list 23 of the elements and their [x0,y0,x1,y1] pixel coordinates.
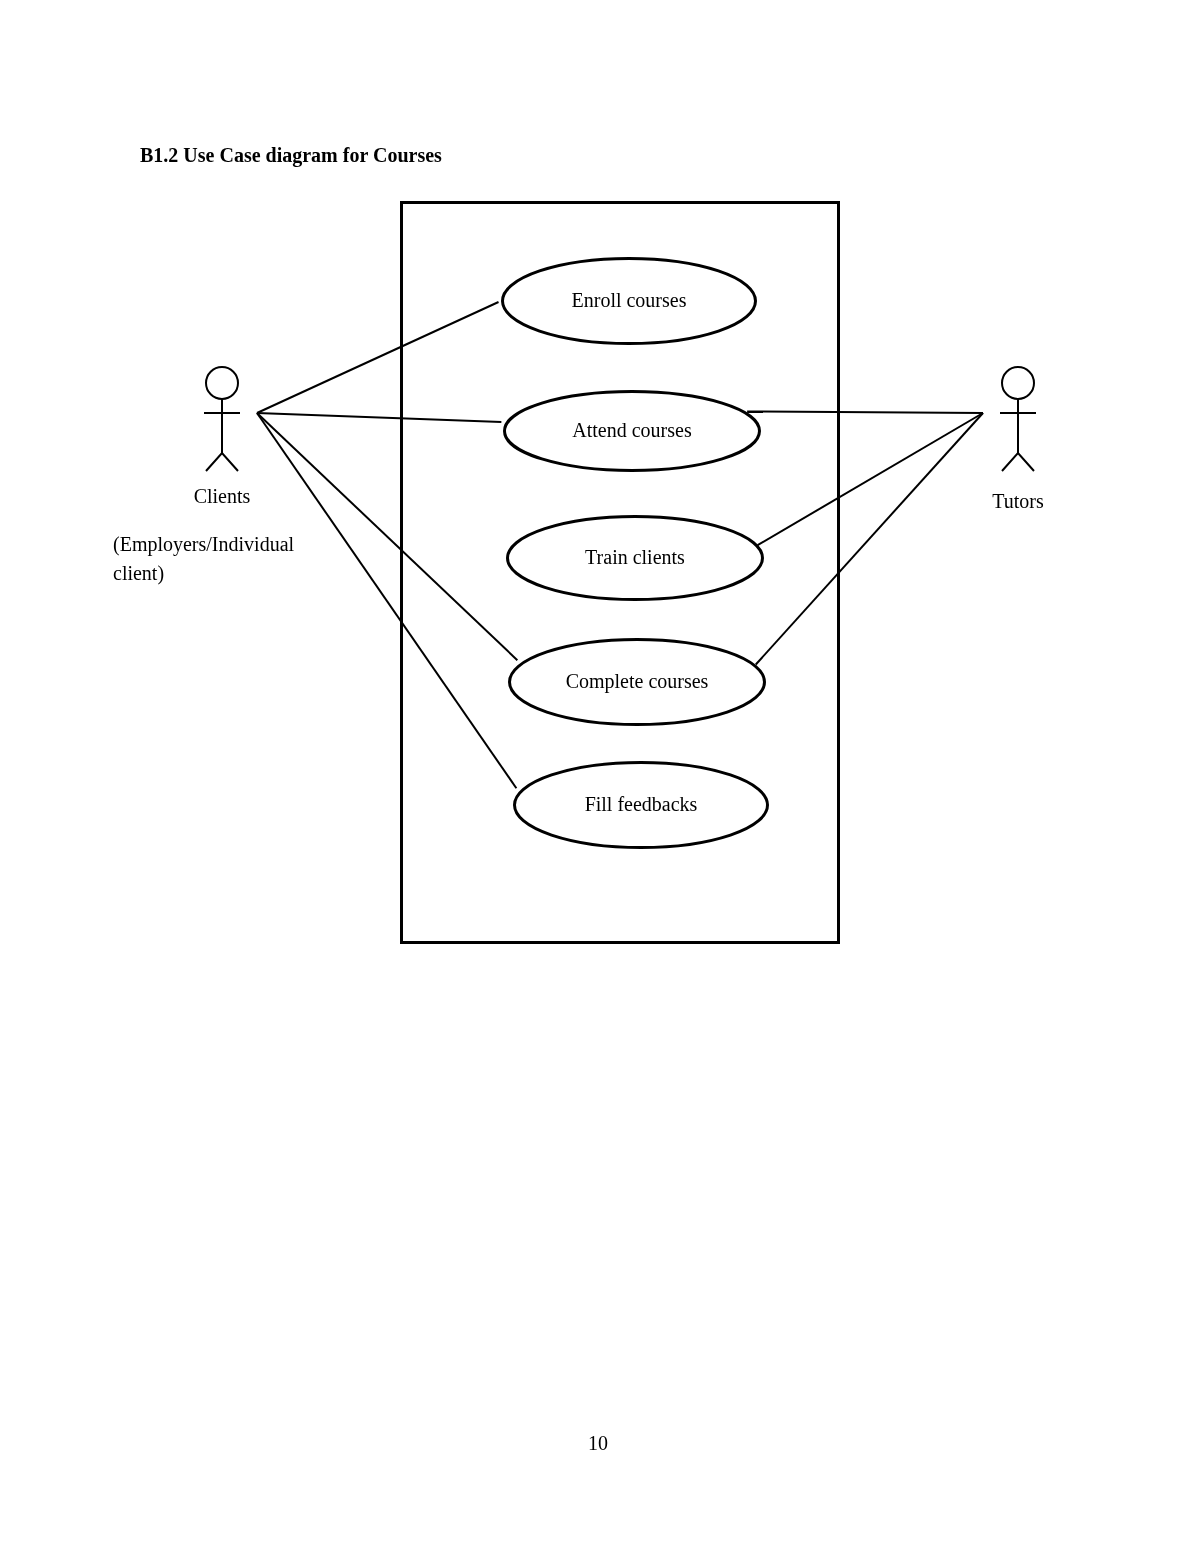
diagram-title: B1.2 Use Case diagram for Courses [140,144,442,167]
association-line [256,412,519,662]
use-case-ellipse [513,761,769,849]
association-line [256,412,503,424]
use-case-label: Attend courses [571,419,693,442]
use-case-label: Complete courses [564,670,710,693]
association-line [256,301,500,414]
association-line [756,412,984,547]
use-case-ellipse [508,638,766,726]
association-line [256,412,518,790]
page-number: 10 [588,1432,608,1455]
use-case-ellipse [503,390,761,472]
association-line [746,410,984,414]
use-case-label: Enroll courses [570,289,688,312]
use-case-ellipse [501,257,757,345]
association-line [754,412,984,666]
system-boundary [400,201,840,944]
use-case-label: Fill feedbacks [583,793,699,816]
actor-name: Tutors [991,490,1045,513]
actor-note: (Employers/Individual client) [113,532,296,587]
actor-name: Clients [192,485,252,508]
use-case-ellipse [506,515,764,601]
use-case-label: Train clients [584,546,686,569]
